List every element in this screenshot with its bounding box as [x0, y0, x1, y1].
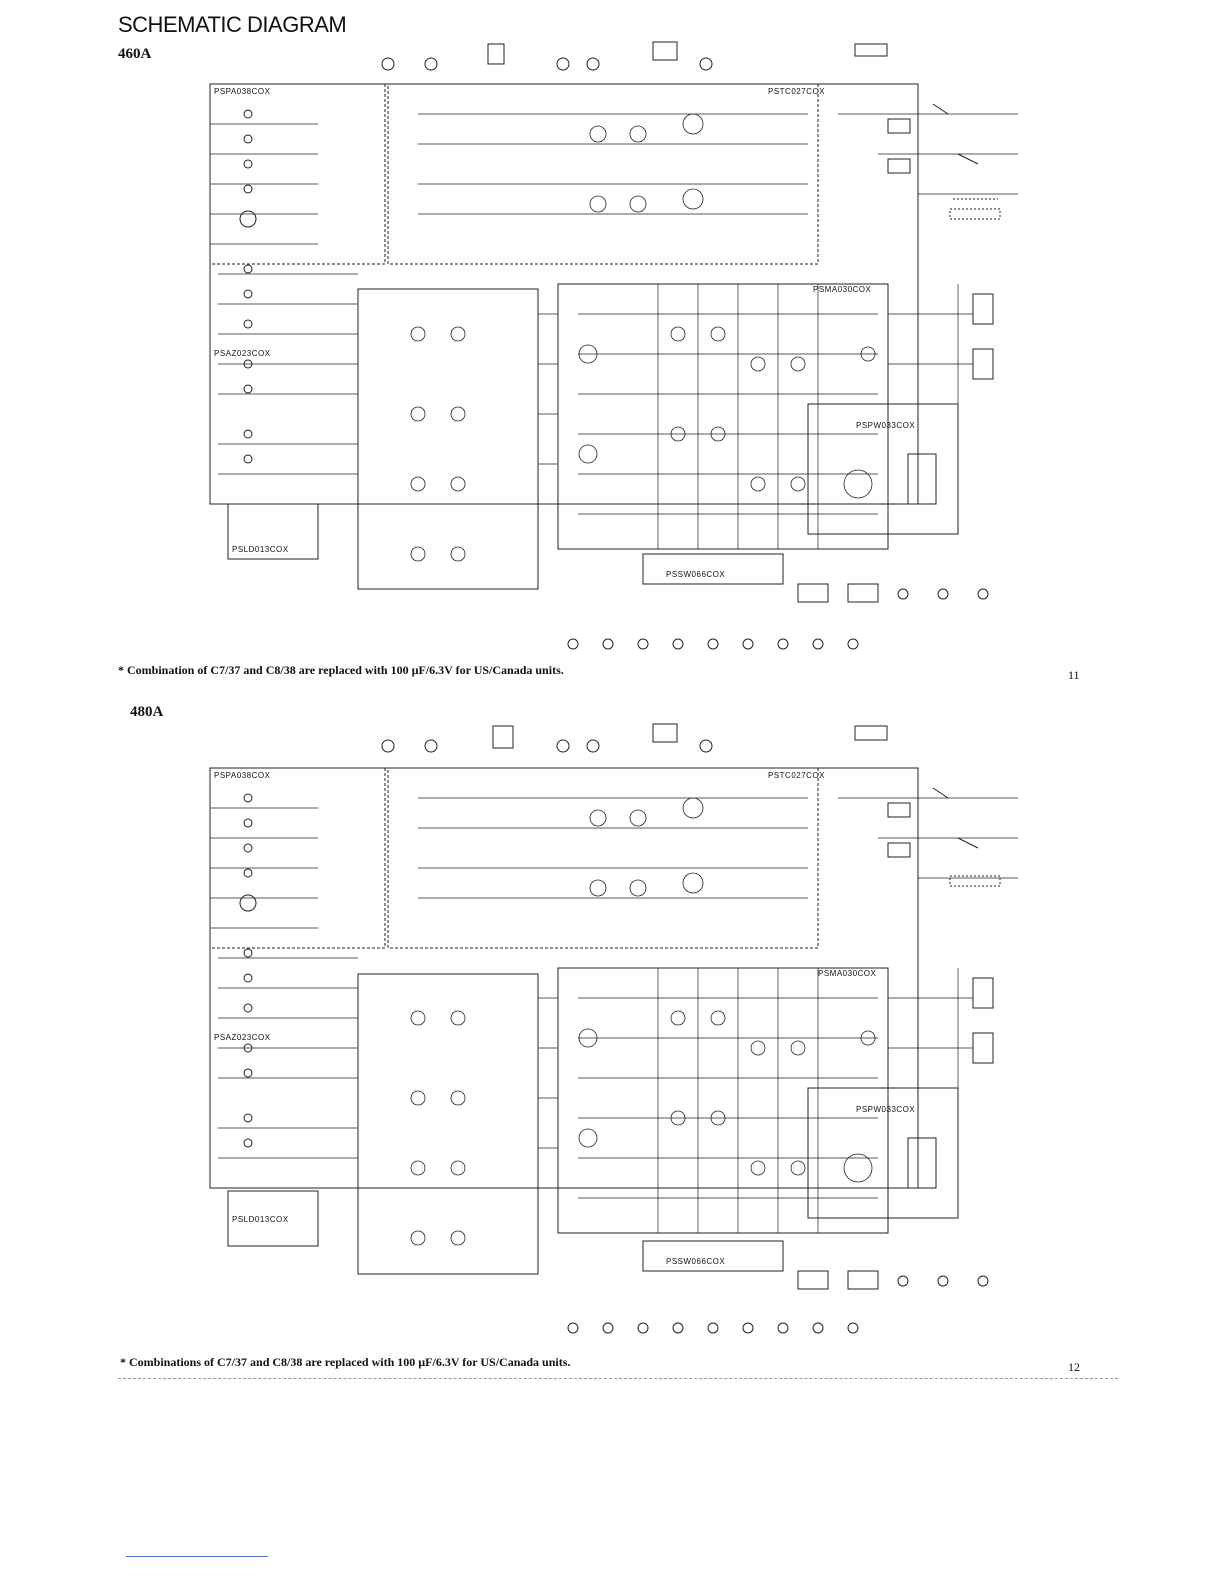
block-pspa038cox-480a: PSPA038COX: [214, 771, 271, 780]
transistor-symbols-top: [381, 723, 888, 753]
page-number-12: 12: [1068, 1360, 1080, 1374]
page-number-11: 11: [1068, 668, 1080, 682]
block-psaz023cox-460a: PSAZ023COX: [214, 349, 271, 358]
schematic-480a: PSPA038COX PSTC027COX PSMA030COX PSAZ023…: [209, 723, 1018, 1334]
block-pstc027cox-460a: PSTC027COX: [768, 87, 825, 96]
schematic-460a: PSPA038COX PSTC027COX PSMA030COX PSAZ023…: [209, 41, 1018, 650]
block-psma030cox-480a: PSMA030COX: [818, 969, 877, 978]
block-pssw066cox-480a: PSSW066COX: [666, 1257, 725, 1266]
block-psld013cox-480a: PSLD013COX: [232, 1215, 289, 1224]
block-psma030cox-460a: PSMA030COX: [813, 285, 872, 294]
page-divider: [118, 1378, 1118, 1379]
block-pssw066cox-460a: PSSW066COX: [666, 570, 725, 579]
bottom-rule: [126, 1556, 268, 1557]
block-psld013cox-460a: PSLD013COX: [232, 545, 289, 554]
transistor-symbols-top: [381, 41, 888, 71]
footnote-480a: * Combinations of C7/37 and C8/38 are re…: [120, 1355, 571, 1369]
page-title: SCHEMATIC DIAGRAM: [118, 12, 347, 37]
transistor-symbols-bottom: [567, 1270, 989, 1334]
block-pspa038cox-460a: PSPA038COX: [214, 87, 271, 96]
transistor-symbols-bottom: [567, 583, 989, 650]
model-label-460a: 460A: [118, 46, 152, 62]
model-label-480a: 480A: [130, 704, 164, 720]
block-pspw033cox-460a: PSPW033COX: [856, 421, 915, 430]
block-pspw033cox-480a: PSPW033COX: [856, 1105, 915, 1114]
footnote-460a: * Combination of C7/37 and C8/38 are rep…: [118, 663, 564, 677]
block-psaz023cox-480a: PSAZ023COX: [214, 1033, 271, 1042]
block-pstc027cox-480a: PSTC027COX: [768, 771, 825, 780]
